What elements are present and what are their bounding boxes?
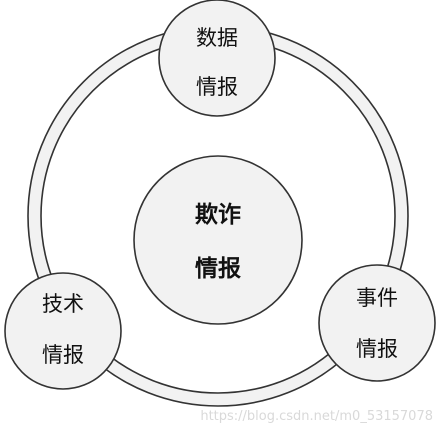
- node-tech-intelligence: 技术 情报: [4, 272, 122, 390]
- center-label-line1: 欺诈: [195, 201, 241, 228]
- node-event-intelligence: 事件 情报: [318, 264, 436, 382]
- center-label-line2: 情报: [195, 256, 241, 282]
- center-node: 欺诈 情报: [133, 155, 303, 325]
- node-tech-circle: [4, 272, 122, 390]
- node-data-label-line2: 情报: [196, 75, 238, 99]
- node-data-intelligence: 数据 情报: [158, 0, 276, 117]
- watermark-text: https://blog.csdn.net/m0_53157078: [200, 409, 433, 424]
- node-event-label-line2: 情报: [356, 337, 398, 361]
- node-event-circle: [318, 264, 436, 382]
- node-event-label-line1: 事件: [356, 286, 398, 310]
- node-data-circle: [158, 0, 276, 117]
- node-data-label-line1: 数据: [196, 26, 238, 50]
- node-tech-label-line2: 情报: [42, 343, 84, 367]
- center-circle: [133, 155, 303, 325]
- node-tech-label-line1: 技术: [42, 292, 84, 316]
